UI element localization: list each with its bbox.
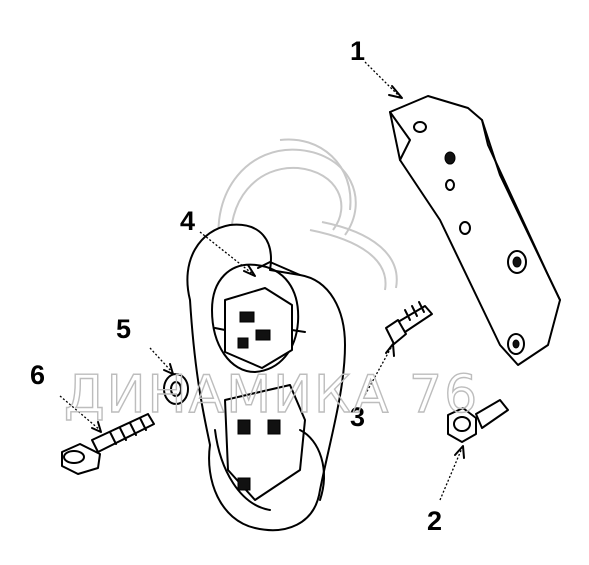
leader-lines: [59, 61, 465, 501]
callout-5: 5: [116, 314, 131, 344]
callout-1: 1: [350, 36, 365, 66]
bracket-plate: [389, 95, 561, 366]
callout-6: 6: [30, 360, 45, 390]
watermark-logo: [217, 138, 398, 291]
bolt-long: [61, 413, 155, 475]
washer: [163, 373, 189, 405]
bolt-small: [385, 301, 433, 345]
nut: [447, 399, 509, 443]
engine-mount: [186, 223, 346, 532]
callout-4: 4: [180, 206, 195, 236]
callout-3: 3: [350, 402, 365, 432]
callout-2: 2: [427, 506, 442, 536]
watermark-text: ДИНАМИКА 76: [64, 365, 479, 425]
